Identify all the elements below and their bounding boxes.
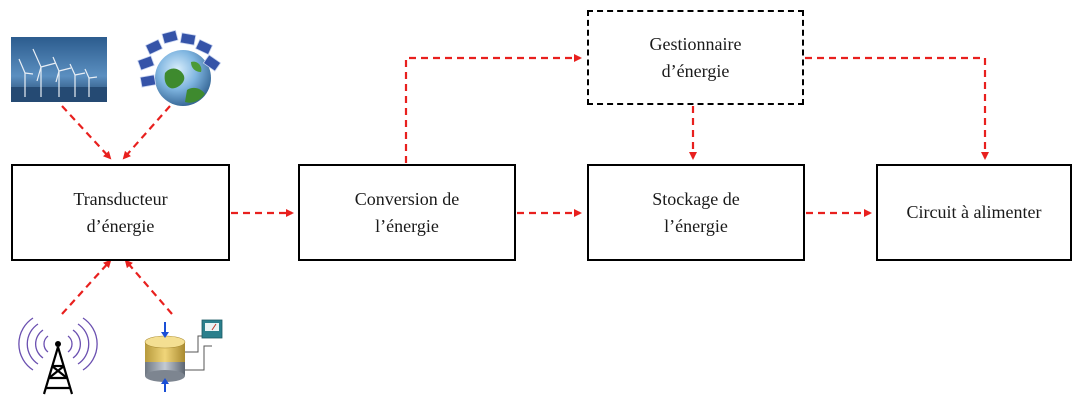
arrow-wind-to-transducteur <box>61 105 112 160</box>
arrow-gestionnaire-to-circuit <box>805 56 989 160</box>
arrow-solar-to-transducteur <box>122 105 171 160</box>
arrow-piezo-to-transducteur <box>124 259 173 315</box>
node-transducteur-line1: Transducteur <box>73 188 168 209</box>
arrow-conversion-to-gestionnaire <box>404 54 582 163</box>
radio-antenna-icon <box>18 317 98 395</box>
piezo-pressure-icon <box>144 319 223 392</box>
node-gestionnaire-line1: Gestionnaire <box>649 33 742 54</box>
node-transducteur: Transducteur d’énergie <box>11 164 230 261</box>
node-circuit: Circuit à alimenter <box>876 164 1072 261</box>
node-conversion-line1: Conversion de <box>354 188 460 209</box>
node-stockage-line1: Stockage de <box>652 188 740 209</box>
arrow-antenna-to-transducteur <box>61 259 112 315</box>
wind-turbines-icon <box>11 37 107 102</box>
node-conversion: Conversion de l’énergie <box>298 164 516 261</box>
solar-globe-icon <box>137 29 222 106</box>
node-stockage-line2: l’énergie <box>664 215 728 236</box>
node-circuit-line1: Circuit à alimenter <box>906 202 1042 222</box>
node-conversion-line2: l’énergie <box>375 215 439 236</box>
node-gestionnaire: Gestionnaire d’énergie <box>587 10 804 105</box>
node-gestionnaire-line2: d’énergie <box>661 60 730 81</box>
node-transducteur-line2: d’énergie <box>86 215 155 236</box>
node-stockage: Stockage de l’énergie <box>587 164 805 261</box>
